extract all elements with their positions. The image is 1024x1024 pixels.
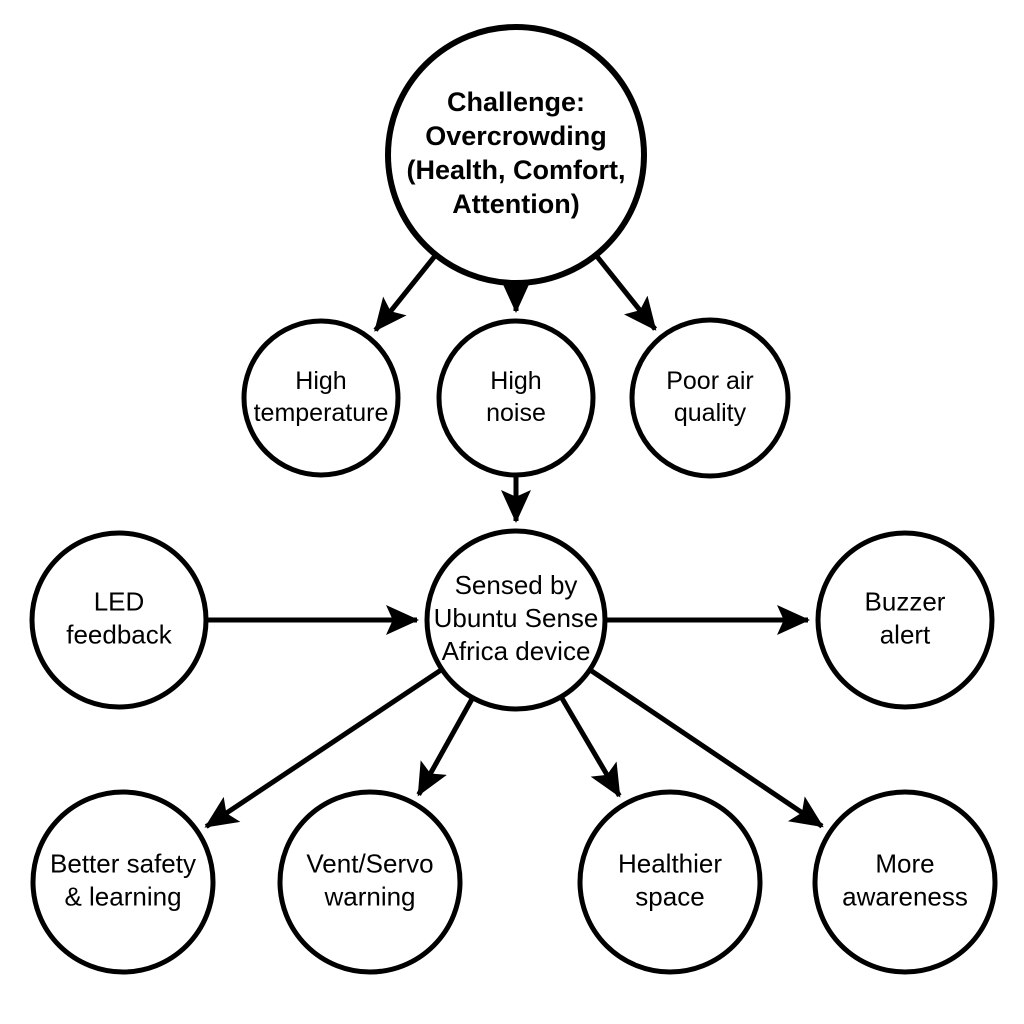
node-label-line: Attention) — [452, 189, 579, 219]
node-label-line: awareness — [842, 881, 968, 911]
node-label-line: warning — [323, 881, 415, 911]
node-label-line: Buzzer — [865, 586, 946, 616]
node-label-line: Poor air — [666, 367, 754, 395]
node-shape-sensed-by-device — [424, 528, 608, 712]
node-shape-vent-servo-warning — [277, 789, 463, 975]
edge-sensed-by-device-to-healthier-space — [559, 696, 622, 798]
node-label-line: Ubuntu Sense — [434, 603, 599, 633]
node-label-high-temperature: High temperature — [254, 367, 389, 427]
node-label-better-safety-learning: Better safety& learning — [50, 848, 196, 911]
node-shape-high-temperature — [241, 318, 401, 478]
node-shape-led-feedback — [29, 530, 209, 710]
node-label-line: LED — [94, 586, 145, 616]
nodes-layer: Challenge: Overcrowding (Health, Comfort, A… — [29, 24, 998, 975]
node-high-temperature[interactable]: High temperature — [241, 318, 401, 478]
node-label-line: High — [295, 367, 346, 395]
node-challenge[interactable]: Challenge: Overcrowding (Health, Comfort, A… — [385, 24, 647, 286]
node-shape-buzzer-alert — [815, 530, 995, 710]
edge-sensed-by-device-to-more-awareness — [589, 668, 824, 829]
node-label-high-noise: High noise — [486, 367, 546, 427]
node-label-line: Overcrowding — [425, 121, 607, 151]
node-shape-more-awareness — [812, 789, 998, 975]
edge-challenge-to-high-temperature — [373, 254, 438, 332]
node-label-line: High — [490, 367, 541, 395]
node-label-line: noise — [486, 399, 546, 427]
node-label-line: temperature — [254, 399, 389, 427]
edge-sensed-by-device-to-vent-servo-warning — [416, 697, 475, 797]
edge-sensed-by-device-to-better-safety-learning — [204, 667, 443, 829]
node-label-line: alert — [880, 619, 931, 649]
node-label-line: (Health, Comfort, — [407, 155, 626, 185]
node-label-line: Vent/Servo — [306, 848, 433, 878]
node-label-line: quality — [674, 399, 747, 427]
node-label-line: Better safety — [50, 848, 196, 878]
node-label-line: & learning — [64, 881, 181, 911]
node-label-line: Africa device — [442, 636, 591, 666]
node-label-challenge: Challenge: Overcrowding (Health, Comfort, A… — [407, 87, 626, 219]
node-label-poor-air-quality: Poor air quality — [666, 367, 754, 427]
node-high-noise[interactable]: High noise — [436, 318, 596, 478]
node-shape-healthier-space — [577, 789, 763, 975]
node-shape-challenge — [385, 24, 647, 286]
node-better-safety-learning[interactable]: Better safety& learning — [30, 789, 216, 975]
node-label-line: Sensed by — [455, 570, 578, 600]
node-label-line: space — [635, 881, 704, 911]
node-shape-better-safety-learning — [30, 789, 216, 975]
node-shape-high-noise — [436, 318, 596, 478]
edge-challenge-to-poor-air-quality — [594, 254, 658, 331]
node-label-line: More — [875, 848, 934, 878]
node-poor-air-quality[interactable]: Poor air quality — [629, 317, 791, 479]
node-label-line: feedback — [66, 619, 173, 649]
edges-layer — [204, 254, 824, 829]
node-shape-poor-air-quality — [629, 317, 791, 479]
node-label-line: Challenge: — [447, 87, 585, 117]
node-label-line: Healthier — [618, 848, 722, 878]
